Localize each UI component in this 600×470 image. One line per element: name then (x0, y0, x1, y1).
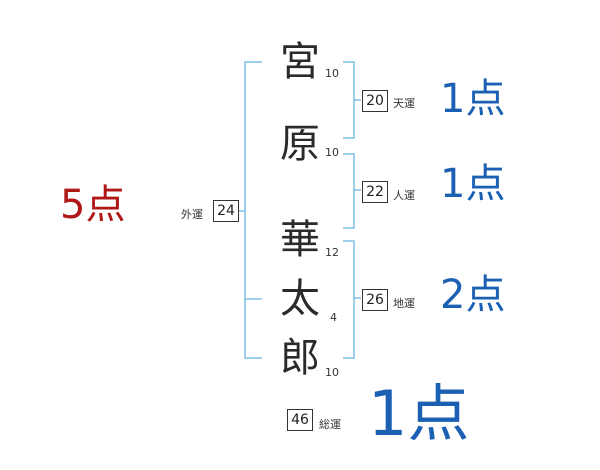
gai-un-label: 外運 (181, 208, 203, 221)
chi-bracket (343, 240, 355, 359)
ten-bracket (343, 61, 355, 139)
name-char-5: 郎 (280, 335, 320, 381)
name-char-3: 華 (280, 217, 320, 263)
chi-un-label: 地運 (393, 297, 415, 310)
jin-un-label: 人運 (393, 189, 415, 202)
ten-un-label: 天運 (393, 97, 415, 110)
name-char-4: 太 (280, 276, 320, 322)
jin-un-value-box: 22 (362, 181, 388, 203)
name-char-1: 宮 (280, 39, 320, 85)
outer-bracket (244, 61, 262, 359)
stroke-count-2: 10 (325, 146, 339, 159)
gai-un-value-box: 24 (213, 200, 239, 222)
stroke-count-3: 12 (325, 246, 339, 259)
chi-un-value-box: 26 (362, 289, 388, 311)
jin-un-score: 1点 (440, 161, 506, 207)
sou-un-score: 1点 (368, 377, 470, 450)
stroke-count-5: 10 (325, 366, 339, 379)
sou-un-value-box: 46 (287, 409, 313, 431)
stroke-count-1: 10 (325, 67, 339, 80)
ten-un-score: 1点 (440, 76, 506, 122)
sou-un-label: 総運 (319, 418, 341, 431)
ten-un-value-box: 20 (362, 90, 388, 112)
name-char-2: 原 (280, 121, 320, 167)
bracket-group (238, 61, 361, 359)
gai-un-score: 5点 (60, 182, 126, 228)
stroke-count-4: 4 (330, 311, 337, 324)
chi-un-score: 2点 (440, 272, 506, 318)
jin-bracket (343, 153, 355, 229)
